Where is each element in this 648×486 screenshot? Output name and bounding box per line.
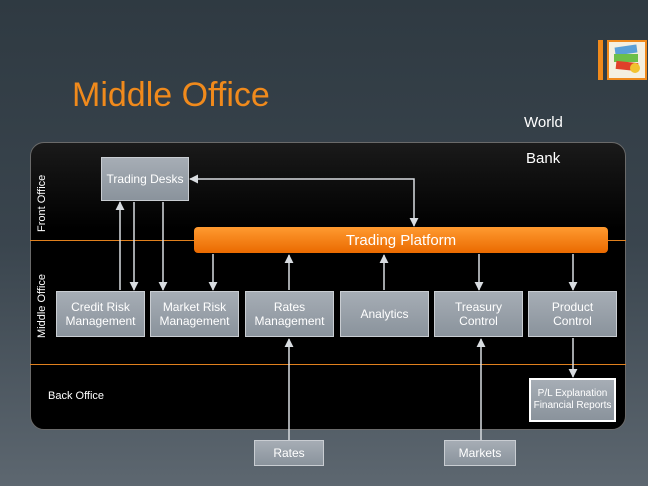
credit-risk-line1: Credit Risk (71, 300, 130, 314)
trading-platform-bar: Trading Platform (194, 227, 608, 253)
rates-management-line1: Rates (273, 300, 306, 314)
analytics-box: Analytics (340, 291, 429, 337)
desks-platform-arrow (189, 174, 419, 227)
rates-management-line2: Management (254, 314, 325, 328)
logo-accent-bar (598, 40, 603, 80)
books-logo-icon (607, 40, 647, 80)
world-label: World (524, 114, 563, 131)
markets-input-box: Markets (444, 440, 516, 466)
back-office-label: Back Office (48, 390, 105, 402)
page-title: Middle Office (72, 76, 270, 114)
market-risk-line1: Market Risk (162, 300, 227, 314)
analytics-line1: Analytics (360, 307, 409, 321)
bank-label: Bank (526, 150, 561, 167)
reports-line2: Financial Reports (533, 400, 612, 411)
credit-risk-line2: Management (65, 314, 136, 328)
treasury-line1: Treasury (455, 300, 502, 314)
rates-input-box: Rates (254, 440, 324, 466)
middle-back-divider (30, 364, 626, 365)
product-control-line2: Control (553, 314, 592, 328)
trading-desks-box: Trading Desks (101, 157, 189, 201)
treasury-line2: Control (459, 314, 498, 328)
reports-box: P/L Explanation Financial Reports (529, 378, 616, 422)
reports-line1: P/L Explanation (537, 388, 608, 399)
market-risk-line2: Management (159, 314, 230, 328)
product-control-line1: Product (551, 300, 594, 314)
